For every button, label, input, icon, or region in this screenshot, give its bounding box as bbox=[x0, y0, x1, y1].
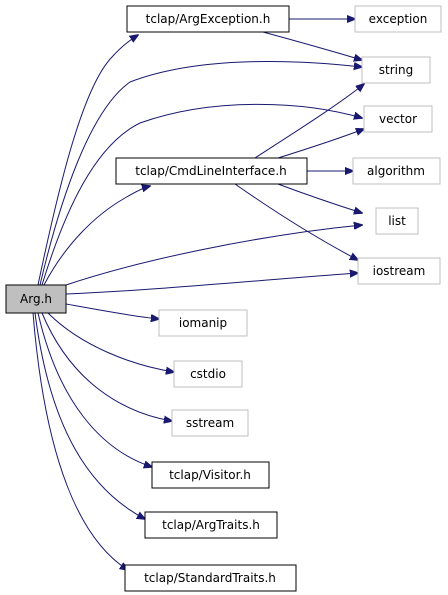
edge-arg-to-argexception bbox=[37, 35, 138, 286]
edge-arg-to-cstdio bbox=[47, 312, 174, 372]
node-argexception-h[interactable]: tclap/ArgException.h bbox=[126, 5, 290, 33]
node-arg-h[interactable]: Arg.h bbox=[5, 284, 67, 314]
node-vector-label: vector bbox=[379, 112, 417, 126]
node-cmdlineinterface-h-label: tclap/CmdLineInterface.h bbox=[135, 164, 287, 178]
node-iomanip-label: iomanip bbox=[179, 316, 227, 330]
node-exception[interactable]: exception bbox=[354, 5, 442, 33]
edge-cmdline-to-iostream bbox=[234, 183, 358, 260]
node-cmdlineinterface-h[interactable]: tclap/CmdLineInterface.h bbox=[115, 157, 308, 185]
edge-cmdline-to-vector bbox=[277, 129, 364, 159]
node-argtraits-h[interactable]: tclap/ArgTraits.h bbox=[144, 511, 278, 539]
node-arg-h-label: Arg.h bbox=[20, 292, 52, 306]
node-visitor-h-label: tclap/Visitor.h bbox=[169, 468, 251, 482]
node-cstdio[interactable]: cstdio bbox=[173, 360, 243, 388]
edge-cmdline-to-list bbox=[277, 183, 362, 213]
node-iostream[interactable]: iostream bbox=[357, 257, 441, 285]
node-standardtraits-h[interactable]: tclap/StandardTraits.h bbox=[124, 564, 297, 592]
node-argexception-h-label: tclap/ArgException.h bbox=[146, 12, 271, 26]
edge-arg-to-argtraits bbox=[34, 312, 145, 519]
node-visitor-h[interactable]: tclap/Visitor.h bbox=[151, 461, 270, 489]
node-iostream-label: iostream bbox=[373, 264, 426, 278]
edge-arg-to-list bbox=[65, 225, 362, 286]
node-list-label: list bbox=[388, 214, 406, 228]
node-sstream-label: sstream bbox=[186, 416, 234, 430]
edge-arg-to-cmdline bbox=[43, 186, 150, 286]
node-vector[interactable]: vector bbox=[363, 105, 433, 133]
edge-arg-to-sstream bbox=[41, 312, 172, 421]
node-string-label: string bbox=[379, 63, 413, 77]
node-iomanip[interactable]: iomanip bbox=[158, 309, 248, 337]
node-algorithm[interactable]: algorithm bbox=[352, 157, 441, 185]
edge-arg-to-iostream bbox=[65, 273, 358, 295]
edge-argexception-to-string bbox=[262, 31, 362, 60]
edges bbox=[32, 19, 364, 570]
node-standardtraits-h-label: tclap/StandardTraits.h bbox=[144, 571, 276, 585]
node-argtraits-h-label: tclap/ArgTraits.h bbox=[162, 518, 260, 532]
edge-arg-to-iomanip bbox=[65, 303, 159, 319]
node-exception-label: exception bbox=[369, 12, 428, 26]
edge-arg-to-vector bbox=[41, 103, 362, 286]
edge-arg-to-standardtraits bbox=[32, 312, 128, 570]
edge-arg-to-string bbox=[39, 60, 362, 286]
node-sstream[interactable]: sstream bbox=[171, 409, 249, 437]
node-cstdio-label: cstdio bbox=[190, 367, 226, 381]
edge-cmdline-to-string bbox=[254, 84, 364, 159]
node-algorithm-label: algorithm bbox=[367, 164, 425, 178]
node-string[interactable]: string bbox=[361, 56, 431, 84]
edge-arg-to-visitor bbox=[37, 312, 152, 467]
nodes: Arg.h tclap/ArgException.h exception str… bbox=[5, 5, 442, 592]
node-list[interactable]: list bbox=[375, 207, 419, 235]
